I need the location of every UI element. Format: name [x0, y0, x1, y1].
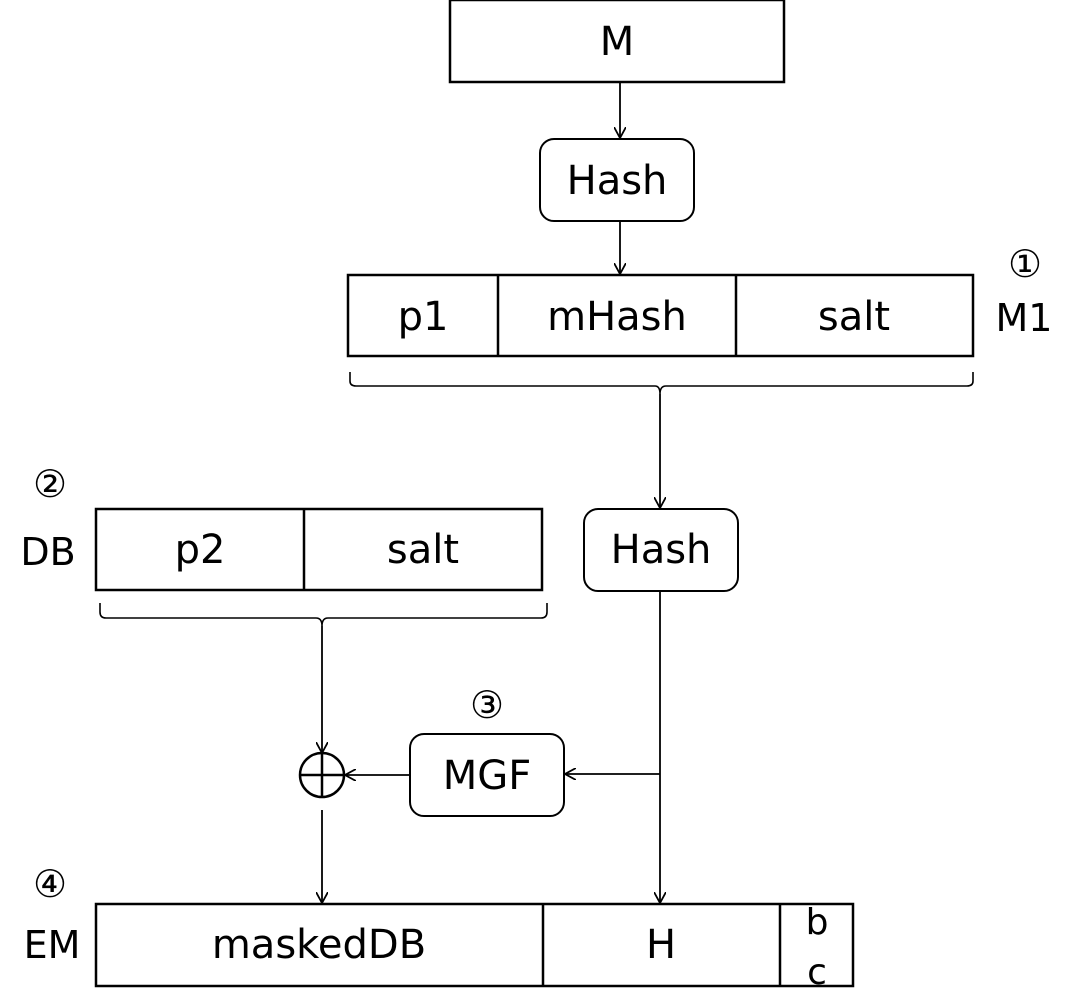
message-label: M — [600, 19, 635, 65]
m1-mhash-field: mHash — [547, 294, 687, 340]
em-bc-field-top: b — [806, 902, 829, 943]
em-bc-field-bottom: c — [807, 952, 827, 993]
hash-box-top: Hash — [539, 138, 695, 222]
mgf-label: MGF — [443, 753, 532, 799]
m1-salt-field: salt — [818, 294, 890, 340]
em-block: maskedDB H b c — [94, 902, 855, 993]
m1-label: M1 — [996, 296, 1053, 340]
message-box: M — [448, 0, 786, 84]
hash-mid-label: Hash — [611, 527, 712, 573]
em-h-field: H — [646, 922, 676, 968]
hash-top-label: Hash — [567, 158, 668, 204]
hash-box-mid: Hash — [583, 508, 739, 592]
db-salt-field: salt — [387, 527, 459, 573]
mgf-box: MGF — [409, 733, 565, 817]
step-3-marker: ③ — [470, 683, 504, 727]
db-label: DB — [20, 530, 75, 574]
xor-operator — [298, 751, 346, 799]
em-label: EM — [24, 923, 81, 967]
step-4-marker: ④ — [33, 862, 67, 906]
m1-block: p1 mHash salt — [346, 273, 975, 358]
m1-p1-field: p1 — [398, 294, 449, 340]
db-p2-field: p2 — [175, 527, 226, 573]
db-brace — [99, 603, 548, 627]
step-1-marker: ① — [1008, 242, 1042, 286]
step-2-marker: ② — [33, 462, 67, 506]
db-block: p2 salt — [94, 507, 544, 592]
m1-brace — [349, 372, 974, 395]
em-maskeddb-field: maskedDB — [212, 922, 426, 968]
